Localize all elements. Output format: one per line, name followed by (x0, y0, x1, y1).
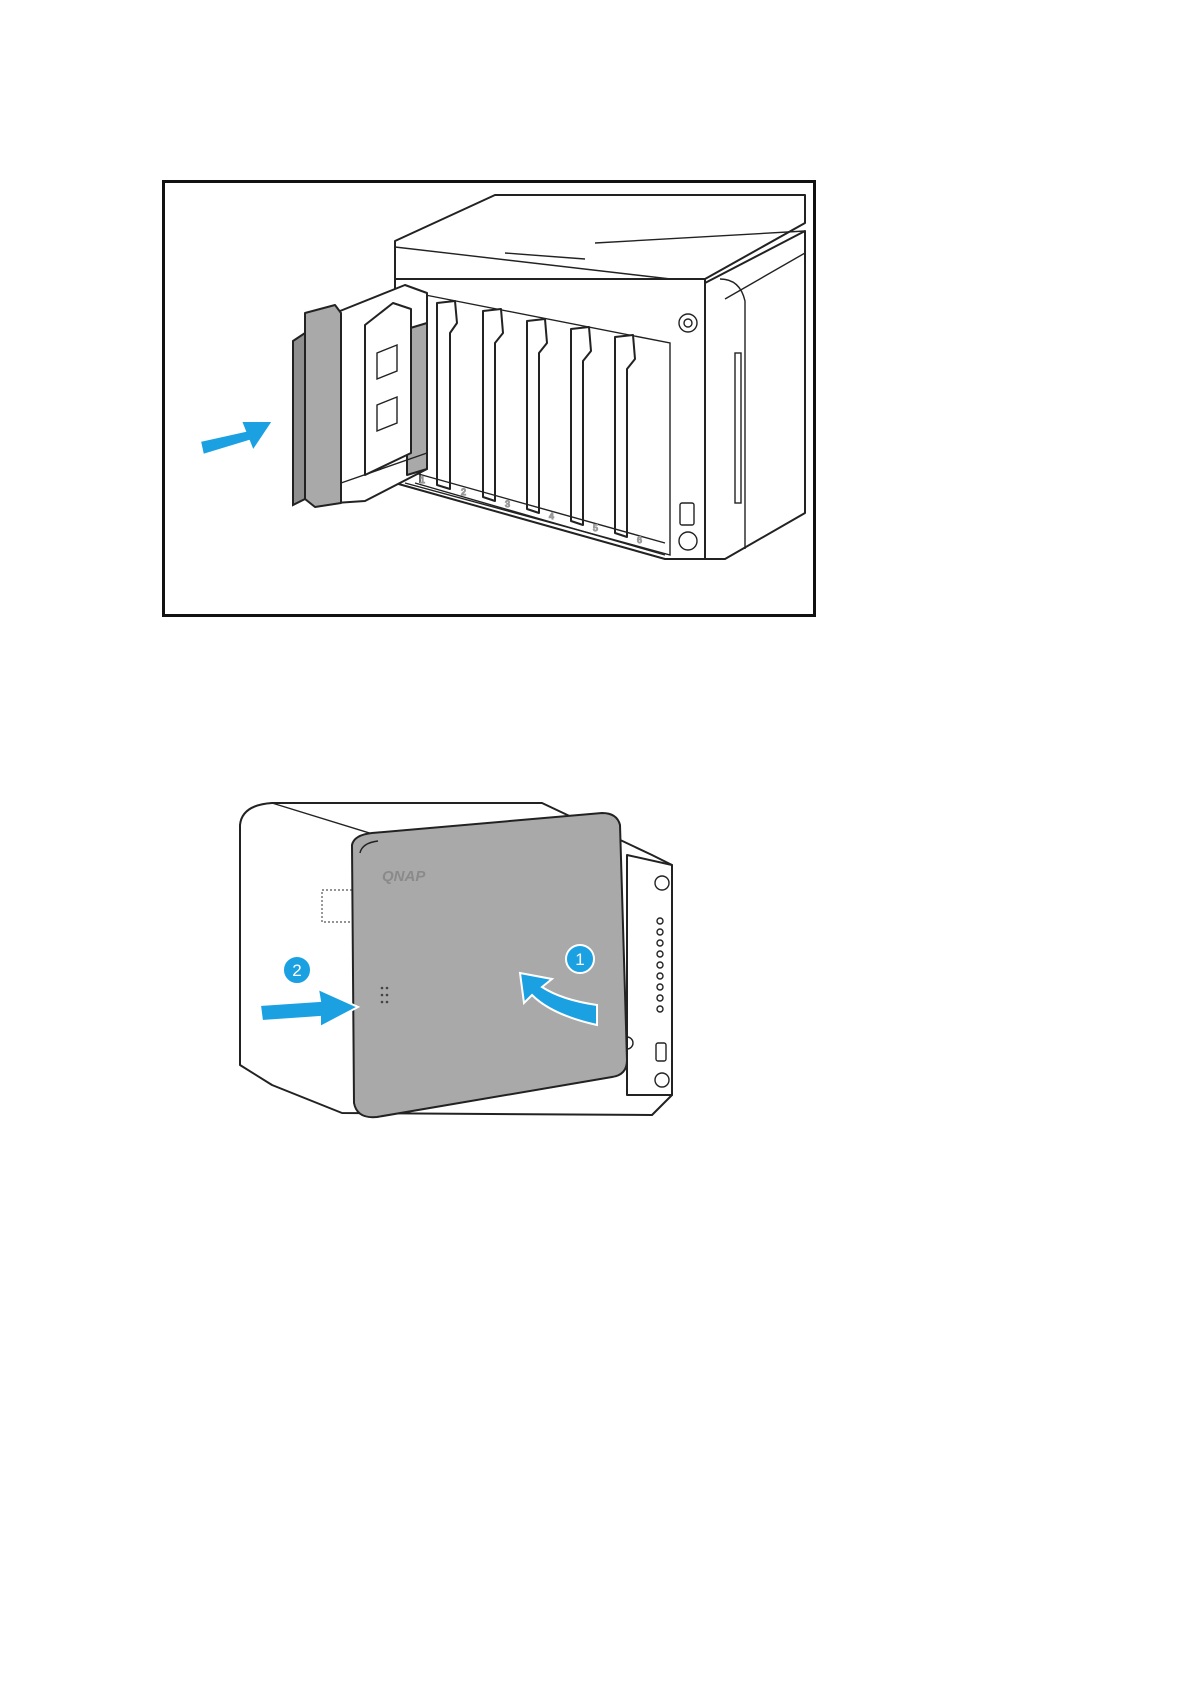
svg-text:2: 2 (292, 961, 301, 980)
bay-label-4: 4 (549, 511, 554, 521)
bay-label-5: 5 (593, 523, 598, 533)
insert-direction-arrow-icon (200, 421, 273, 455)
drive-tray-illustration: 1 2 3 4 5 6 (165, 183, 813, 614)
step-badge-2: 2 (283, 956, 311, 984)
brand-logo: QNAP (382, 868, 426, 885)
bay-label-3: 3 (505, 499, 510, 509)
figure-front-cover-attach: QNAP 1 2 (232, 795, 752, 1170)
drive-tray (293, 285, 427, 507)
figure-drive-tray-insertion: 1 2 3 4 5 6 (162, 180, 816, 617)
nas-front-panel (627, 855, 672, 1095)
step-badge-1: 1 (566, 945, 594, 973)
front-cover-illustration: QNAP 1 2 (232, 795, 752, 1170)
bay-label-6: 6 (637, 535, 642, 545)
bay-label-2: 2 (461, 487, 466, 497)
svg-text:1: 1 (575, 950, 584, 969)
nas-side-panel (705, 231, 805, 559)
drive-tray-handle (305, 305, 341, 507)
bay-label-1: 1 (420, 475, 425, 485)
